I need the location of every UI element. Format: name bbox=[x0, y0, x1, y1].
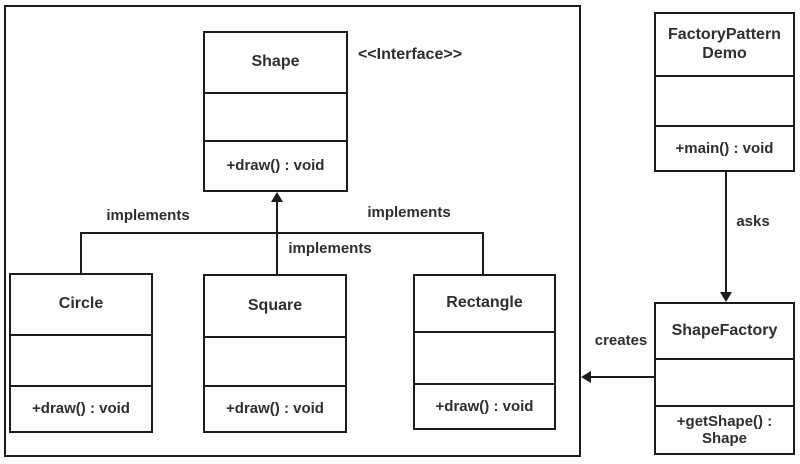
class-box-shape: Shape +draw() : void bbox=[203, 31, 348, 192]
class-attributes-square bbox=[205, 336, 345, 385]
class-attributes-factory-pattern-demo bbox=[656, 75, 793, 125]
class-methods-square: +draw() : void bbox=[205, 385, 345, 431]
implements-bus-line bbox=[80, 232, 484, 234]
asks-label: asks bbox=[736, 213, 770, 230]
class-box-square: Square +draw() : void bbox=[203, 274, 347, 433]
class-name-rectangle: Rectangle bbox=[446, 294, 523, 312]
asks-line bbox=[725, 172, 727, 293]
system-boundary bbox=[4, 5, 581, 457]
creates-line bbox=[591, 376, 654, 378]
class-methods-circle: +draw() : void bbox=[11, 385, 151, 431]
class-name-shape: Shape bbox=[251, 53, 300, 71]
implements-label-center: implements bbox=[288, 240, 372, 257]
implements-line-circle bbox=[80, 232, 82, 273]
class-methods-factory-pattern-demo: +main() : void bbox=[656, 125, 793, 170]
class-attributes-shape bbox=[205, 92, 346, 140]
class-attributes-shape-factory bbox=[656, 358, 793, 405]
class-name-shape-factory: ShapeFactory bbox=[671, 321, 778, 339]
asks-arrowhead-icon bbox=[720, 292, 732, 302]
class-name-square: Square bbox=[247, 296, 303, 314]
class-attributes-circle bbox=[11, 334, 151, 385]
stereotype-interface-label: <<Interface>> bbox=[357, 46, 463, 63]
creates-arrowhead-icon bbox=[581, 371, 591, 383]
class-methods-shape: +draw() : void bbox=[205, 140, 346, 190]
implements-line-shape-square bbox=[276, 201, 278, 274]
class-box-factory-pattern-demo: FactoryPattern Demo +main() : void bbox=[654, 12, 795, 172]
implements-line-rectangle bbox=[482, 232, 484, 274]
class-attributes-rectangle bbox=[415, 331, 554, 383]
class-box-shape-factory: ShapeFactory +getShape() : Shape bbox=[654, 302, 795, 455]
class-box-rectangle: Rectangle +draw() : void bbox=[413, 274, 556, 430]
implements-arrowhead-icon bbox=[271, 192, 283, 202]
class-methods-shape-factory: +getShape() : Shape bbox=[656, 405, 793, 453]
class-name-circle: Circle bbox=[58, 295, 104, 313]
class-methods-rectangle: +draw() : void bbox=[415, 383, 554, 428]
class-name-factory-pattern-demo: FactoryPattern Demo bbox=[668, 26, 781, 62]
implements-label-right: implements bbox=[367, 204, 451, 221]
implements-label-left: implements bbox=[106, 207, 190, 224]
creates-label: creates bbox=[594, 332, 648, 349]
class-box-circle: Circle +draw() : void bbox=[9, 273, 153, 433]
